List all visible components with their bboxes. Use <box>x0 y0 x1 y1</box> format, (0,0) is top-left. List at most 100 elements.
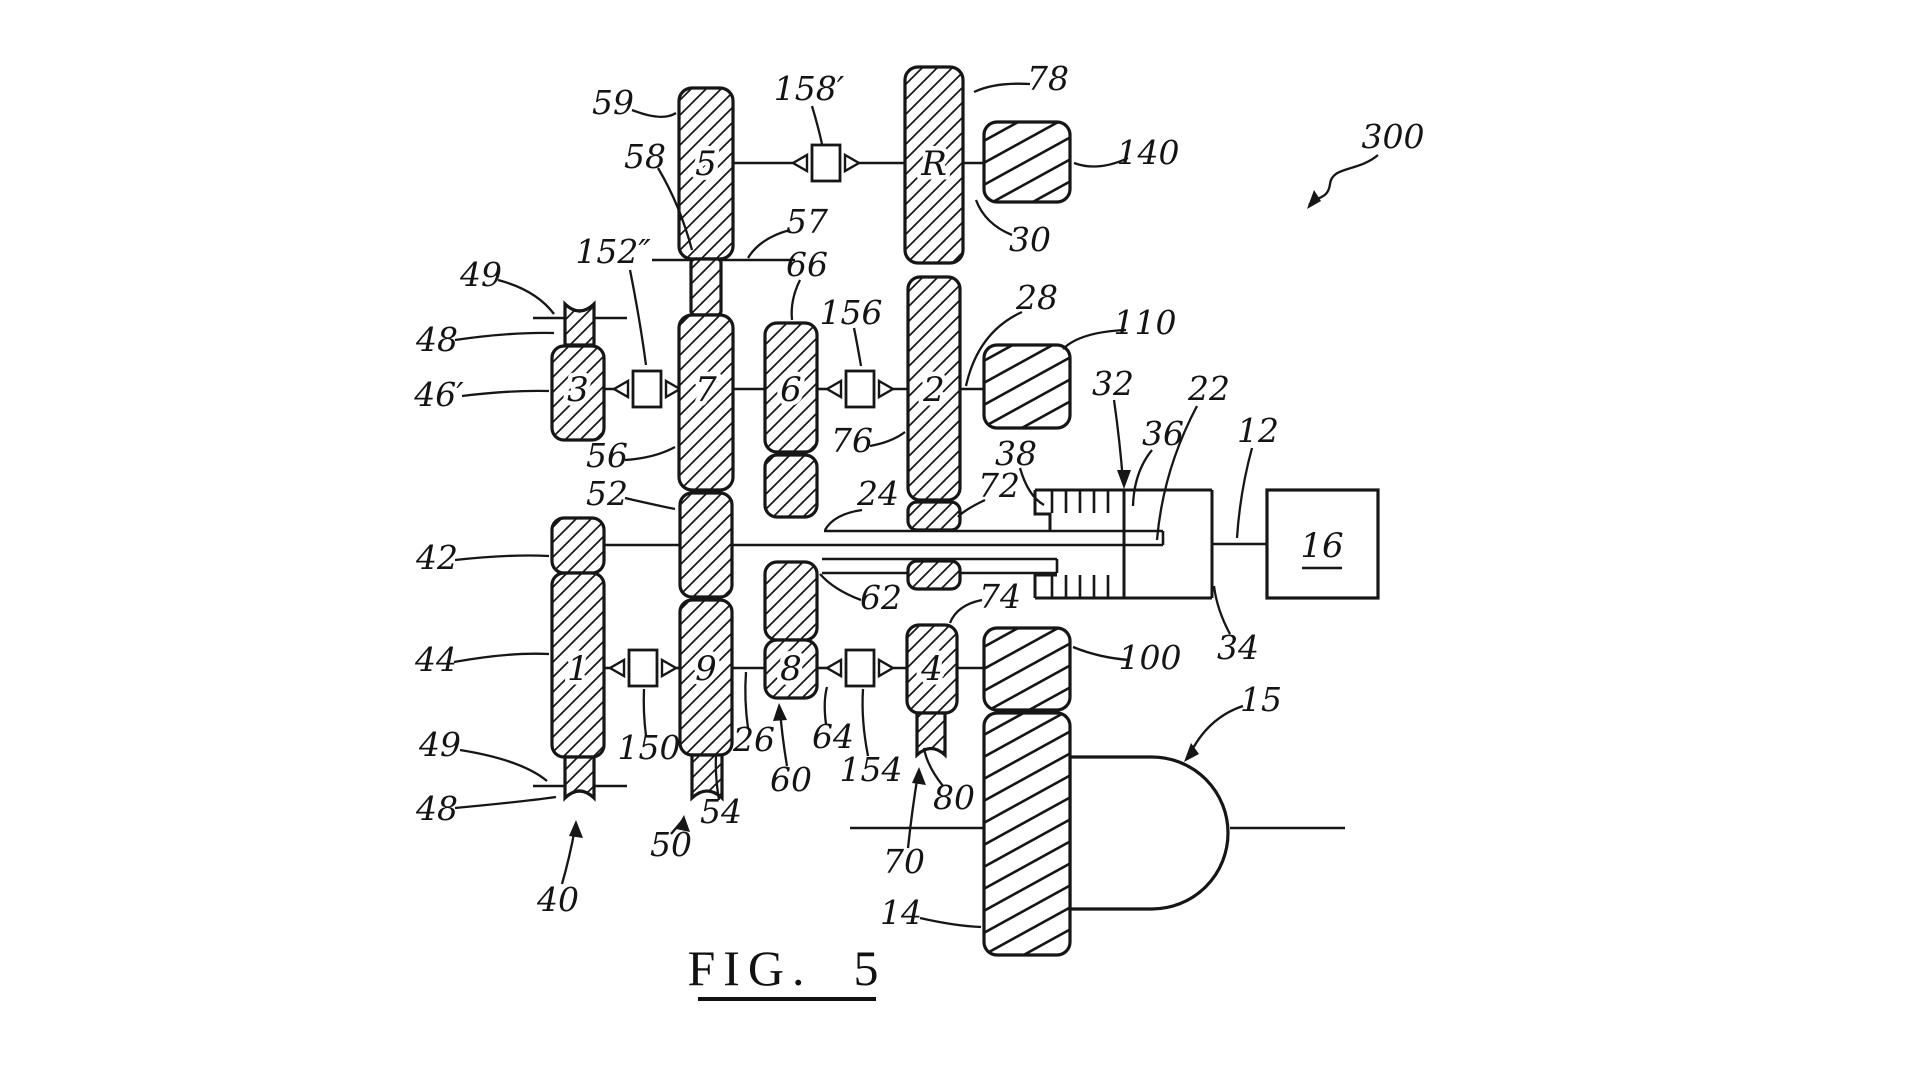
gear-3-numeral: 3 <box>567 370 589 410</box>
leader-38 <box>1018 467 1045 507</box>
leader-154 <box>861 688 870 757</box>
gear-4-numeral: 4 <box>920 649 943 689</box>
arrowhead-15 <box>1184 743 1199 762</box>
bearing-stub-top-left <box>563 300 596 347</box>
leader-76 <box>869 431 906 448</box>
leader-lines <box>453 82 1379 929</box>
leader-46 <box>461 389 550 398</box>
clutch-plates-lower <box>1050 575 1110 598</box>
ref-label-76: 76 <box>831 421 873 460</box>
ref-label-58: 58 <box>624 137 666 176</box>
gear-6-numeral: 6 <box>780 370 802 410</box>
engine-box-numeral: 16 <box>1300 526 1343 566</box>
leader-15 <box>1187 704 1244 757</box>
clutch-upper-hub-step <box>1033 490 1052 531</box>
gear-1-numeral: 1 <box>567 649 589 689</box>
leader-64 <box>823 686 829 725</box>
ref-label-49-bot: 49 <box>418 725 461 764</box>
ref-label-80: 80 <box>933 778 975 817</box>
gear-42-body <box>550 516 606 575</box>
ref-label-34: 34 <box>1217 628 1259 667</box>
coupler-152 <box>612 369 682 409</box>
gear-2-body <box>906 275 962 502</box>
ref-label-59: 59 <box>592 83 634 122</box>
countershaft-mid-2 <box>763 321 819 700</box>
ref-label-300: 300 <box>1362 117 1425 156</box>
ref-label-156: 156 <box>820 293 883 332</box>
gear-6-body <box>763 321 819 454</box>
gear-8-numeral: 8 <box>780 649 802 689</box>
leader-150 <box>642 688 648 737</box>
gear-numerals: 5 7 9 R 2 3 6 8 1 4 16 <box>563 140 1348 694</box>
ref-label-15: 15 <box>1240 680 1282 719</box>
coupler-158 <box>791 143 861 183</box>
ref-label-32: 32 <box>1092 364 1134 403</box>
ref-label-64: 64 <box>812 717 854 756</box>
ref-label-26: 26 <box>732 720 775 759</box>
leader-74 <box>948 598 983 624</box>
ref-label-44: 44 <box>414 640 457 679</box>
ref-label-14: 14 <box>880 893 922 932</box>
ref-label-60: 60 <box>770 760 812 799</box>
ref-label-74: 74 <box>979 577 1021 616</box>
dual-clutch-assembly <box>1033 488 1214 600</box>
coupler-156 <box>825 369 895 409</box>
reference-labels: 59 158′ 78 300 140 30 58 57 152″ 66 49 4… <box>413 59 1424 932</box>
engine-box <box>1265 488 1380 600</box>
leader-59 <box>631 108 677 118</box>
leader-42 <box>454 554 550 562</box>
bearing-stub-4 <box>915 711 947 759</box>
gear-2-numeral: 2 <box>922 370 945 410</box>
leader-110 <box>1062 328 1127 350</box>
leader-58 <box>657 167 694 251</box>
ref-label-150: 150 <box>618 728 681 767</box>
gear-140-body <box>982 120 1072 204</box>
ref-label-158: 158′ <box>774 69 845 108</box>
gear-110-body <box>982 343 1072 430</box>
clutch-plates-upper <box>1050 490 1110 513</box>
leader-158 <box>810 105 824 145</box>
ref-label-42: 42 <box>415 538 458 577</box>
leader-30 <box>974 199 1013 237</box>
leader-52 <box>624 496 676 511</box>
ref-label-12: 12 <box>1237 411 1279 450</box>
leader-78 <box>973 82 1031 94</box>
arrowhead-300 <box>1307 190 1321 209</box>
leader-56 <box>624 445 676 462</box>
clutch-lower-hub-step <box>1033 573 1057 598</box>
ref-label-54: 54 <box>700 792 742 831</box>
bearing-stub-bottom-left <box>563 755 596 802</box>
leader-156 <box>852 327 863 367</box>
gear-7-body <box>677 313 735 492</box>
leader-300 <box>1308 154 1379 206</box>
leader-28 <box>964 310 1023 387</box>
motor-bullet-shape <box>1068 755 1230 911</box>
coupler-150 <box>608 648 678 688</box>
ref-label-28: 28 <box>1015 278 1058 317</box>
countershaft-left <box>550 300 606 802</box>
main-shaft-gears <box>982 120 1072 957</box>
leader-152 <box>628 269 648 366</box>
leader-44 <box>453 652 550 664</box>
arrowhead-50 <box>676 815 690 832</box>
leader-12 <box>1235 447 1254 539</box>
leader-49-top <box>497 278 555 315</box>
gear-62-body <box>763 560 819 642</box>
leader-54 <box>714 755 721 801</box>
ref-label-22: 22 <box>1187 369 1230 408</box>
ref-label-30: 30 <box>1009 220 1051 259</box>
coupler-154 <box>825 648 895 688</box>
gear-52-body <box>678 491 734 599</box>
countershaft-mid-3 <box>903 65 965 759</box>
countershaft-mid-1 <box>677 86 735 802</box>
leader-14 <box>919 916 982 929</box>
ref-label-140: 140 <box>1117 133 1180 172</box>
arrowhead-32 <box>1117 470 1131 489</box>
ref-label-70: 70 <box>883 842 925 881</box>
gear-9-numeral: 9 <box>695 649 717 689</box>
gear-below-6-body <box>763 453 819 519</box>
gear-8-body <box>763 638 819 700</box>
leader-80 <box>922 747 944 787</box>
